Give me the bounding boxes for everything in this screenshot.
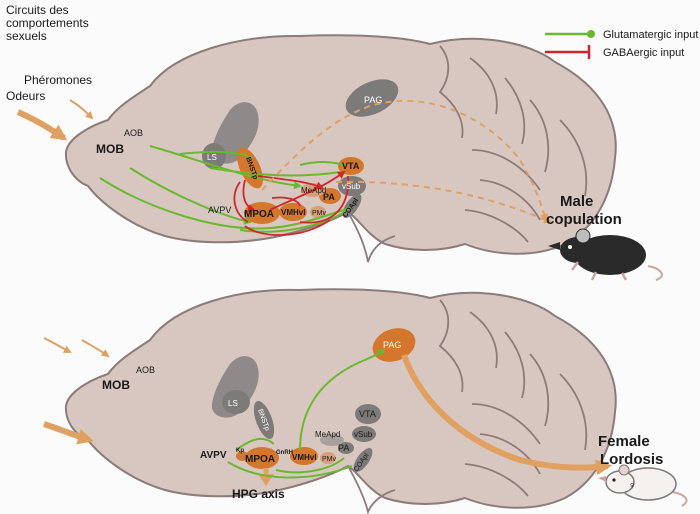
female-symbol: ♀ bbox=[628, 480, 636, 492]
male-brain-outline bbox=[64, 34, 617, 255]
male-outcome-line1: Male bbox=[560, 193, 593, 210]
top-input-arrow-1 bbox=[69, 99, 94, 120]
top-input-arrow-2 bbox=[16, 109, 68, 141]
legend-glut-label: Glutamatergic input bbox=[603, 29, 698, 41]
female-label-avpv: AVPV bbox=[200, 450, 227, 461]
female-outcome-line1: Female bbox=[598, 433, 650, 450]
female-glut-paths bbox=[227, 348, 386, 479]
female-region-vta bbox=[355, 404, 381, 424]
male-region-coapl bbox=[342, 194, 362, 218]
female-region-vsub bbox=[352, 426, 376, 442]
female-cerebellum-folds bbox=[438, 299, 588, 497]
female-label-mpoa-sup: GnRH bbox=[276, 450, 293, 456]
male-region-pmv bbox=[310, 206, 326, 218]
bottom-input-arrow-2 bbox=[81, 339, 110, 358]
male-gaba-paths bbox=[233, 170, 349, 236]
female-region-ls bbox=[222, 390, 250, 414]
female-label-pag: PAG bbox=[383, 340, 401, 350]
male-region-vmhvl bbox=[279, 203, 307, 221]
female-label-vta: VTA bbox=[359, 409, 376, 419]
female-region-coapl bbox=[353, 448, 373, 472]
diagram-title: Circuits des comportements sexuels bbox=[6, 3, 89, 43]
female-region-meapd bbox=[320, 434, 344, 446]
female-sensory-inputs bbox=[43, 337, 110, 445]
male-region-ls bbox=[202, 143, 226, 169]
label-pheromones: Phéromones bbox=[24, 73, 92, 87]
male-label-vsub: vSub bbox=[342, 182, 361, 191]
female-label-ls: LS bbox=[228, 399, 238, 408]
male-label-vta: VTA bbox=[342, 161, 360, 171]
female-brain-outline bbox=[64, 288, 617, 509]
female-label-pa: PA bbox=[338, 443, 349, 453]
female-region-bnstp bbox=[253, 401, 275, 439]
female-label-aob: AOB bbox=[136, 365, 155, 375]
female-outcome-line2: Lordosis bbox=[600, 451, 663, 468]
bottom-input-arrow-1 bbox=[43, 337, 72, 353]
male-region-pa bbox=[319, 188, 341, 204]
label-odors: Odeurs bbox=[6, 89, 45, 103]
male-label-ls: LS bbox=[207, 153, 217, 162]
female-brain: MOB AOB LS BNSTp PAG VTA MeApd vSub PA P… bbox=[64, 288, 617, 514]
male-label-vmhvl: VMHvl bbox=[281, 208, 305, 217]
female-region-vmhvl bbox=[290, 447, 318, 465]
male-brain: MOB AOB LS BNSTp PAG VTA MeApd vSub PA P… bbox=[64, 34, 617, 263]
bottom-input-arrow-3 bbox=[43, 421, 94, 445]
female-label-hpg: HPG axis bbox=[232, 487, 285, 501]
male-label-pa: PA bbox=[323, 192, 335, 202]
female-label-vsub: vSub bbox=[354, 430, 373, 439]
male-brainstem bbox=[347, 211, 396, 263]
legend: Glutamatergic input GABAergic input bbox=[545, 29, 698, 59]
male-glut-paths bbox=[99, 145, 351, 233]
male-region-vta bbox=[338, 157, 364, 175]
female-brainstem bbox=[347, 465, 396, 514]
female-region-pa bbox=[338, 442, 354, 454]
male-outcome-line2: copulation bbox=[546, 211, 622, 228]
female-region-mpoa bbox=[245, 447, 279, 469]
legend-glut-dot bbox=[587, 30, 595, 38]
female-region-pmv bbox=[320, 452, 336, 464]
male-label-pag: PAG bbox=[364, 95, 382, 105]
male-mouse-icon bbox=[548, 228, 663, 281]
male-label-aob: AOB bbox=[124, 128, 143, 138]
male-label-pmv: PMv bbox=[312, 210, 327, 217]
male-dashed-output-2 bbox=[335, 180, 552, 224]
male-cerebellum-folds bbox=[438, 45, 588, 243]
female-mouse-icon: ♀ bbox=[598, 464, 688, 507]
female-label-meapd: MeApd bbox=[315, 430, 340, 439]
female-label-mob: MOB bbox=[102, 378, 130, 392]
female-label-vmhvl: VMHvl bbox=[292, 453, 316, 462]
legend-gaba-label: GABAergic input bbox=[603, 47, 684, 59]
female-region-avpv bbox=[236, 451, 248, 461]
female-label-avpv-sup: Kp bbox=[236, 448, 244, 454]
male-label-mpoa: MPOA bbox=[244, 209, 274, 220]
male-region-pag bbox=[345, 79, 399, 117]
male-label-meapd: MeApd bbox=[301, 186, 326, 195]
female-output-arrow bbox=[401, 353, 612, 476]
male-label-avpv: AVPV bbox=[208, 205, 231, 215]
sensory-inputs: Phéromones Odeurs bbox=[6, 73, 94, 141]
female-label-mpoa: MPOA bbox=[245, 454, 275, 465]
male-dashed-output bbox=[261, 99, 549, 222]
female-label-pmv: PMv bbox=[322, 456, 337, 463]
male-label-mob: MOB bbox=[96, 142, 124, 156]
